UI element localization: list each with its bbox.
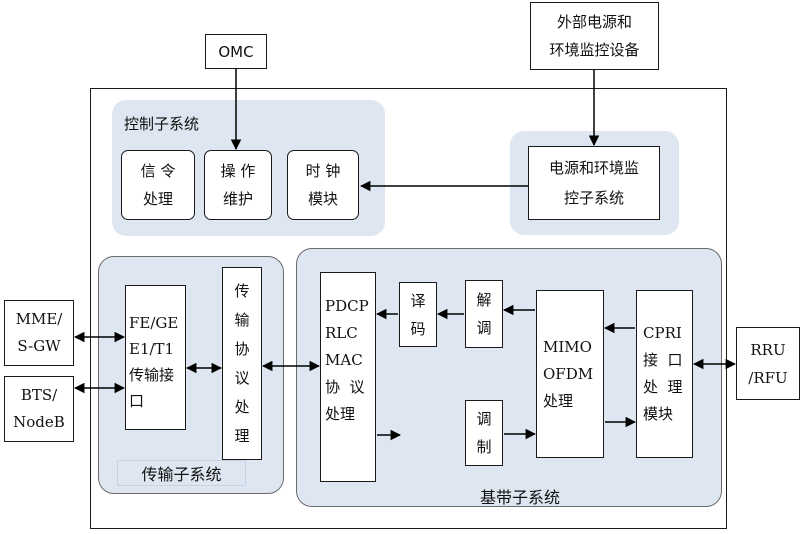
mme-line-1: MME/ <box>15 310 63 328</box>
omc-label: OMC <box>218 42 254 61</box>
pdcp-line-5: 处理 <box>325 405 356 423</box>
control-subsystem-title: 控制子系统 <box>124 115 200 133</box>
interface-line-4: 口 <box>129 392 145 410</box>
external-power-env-line-2: 环境监控设备 <box>549 41 640 59</box>
clock-box: 时 钟 模块 <box>287 150 359 220</box>
demodulation-box: 解 调 <box>465 280 503 348</box>
baseband-subsystem-title: 基带子系统 <box>480 488 561 507</box>
clock-line-2: 模块 <box>307 190 338 208</box>
cpri-interface-box: CPRI 接 口 处 理 模块 <box>636 290 693 458</box>
mimo-line-2: OFDM <box>543 364 594 383</box>
cpri-line-4: 模块 <box>643 405 674 423</box>
signaling-box: 信 令 处理 <box>121 150 195 220</box>
cpri-line-3: 处 理 <box>643 378 683 396</box>
mme-line-2: S-GW <box>17 337 61 355</box>
pdcp-line-4: 协 议 <box>325 378 365 396</box>
pdcp-line-1: PDCP <box>325 297 369 315</box>
bts-nodeb-box: BTS/ NodeB <box>4 376 74 442</box>
omc-box: OMC <box>205 34 267 69</box>
signaling-line-1: 信 令 <box>140 162 176 180</box>
decode-box: 译 码 <box>399 282 437 347</box>
signaling-line-2: 处理 <box>142 190 173 208</box>
transport-subsystem-title: 传输子系统 <box>117 460 246 486</box>
decode-char-1: 译 <box>410 291 426 310</box>
protocol-char-2: 输 <box>234 310 250 329</box>
cpri-line-2: 接 口 <box>643 351 683 369</box>
external-power-env-line-1: 外部电源和 <box>556 13 632 31</box>
protocol-char-4: 议 <box>234 368 250 387</box>
demod-char-2: 调 <box>476 319 492 337</box>
mimo-ofdm-box: MIMO OFDM 处理 <box>536 290 604 458</box>
interface-line-1: FE/GE <box>129 314 179 332</box>
cpri-line-1: CPRI <box>643 324 682 342</box>
protocol-char-6: 理 <box>234 426 250 445</box>
transport-protocol-box: 传 输 协 议 处 理 <box>222 267 262 460</box>
demod-char-1: 解 <box>476 291 492 309</box>
protocol-char-3: 协 <box>234 339 250 358</box>
mimo-line-1: MIMO <box>543 337 592 356</box>
oam-line-2: 维护 <box>222 190 253 208</box>
bts-line-2: NodeB <box>13 413 65 431</box>
protocol-char-5: 处 <box>234 397 250 416</box>
oam-line-1: 操 作 <box>220 162 256 180</box>
bts-line-1: BTS/ <box>20 386 58 404</box>
protocol-char-1: 传 <box>234 281 250 300</box>
decode-char-2: 码 <box>410 319 426 338</box>
modulation-box: 调 制 <box>465 400 503 466</box>
power-monitor-box: 电源和环境监 控子系统 <box>528 146 660 220</box>
rru-rfu-box: RRU /RFU <box>736 327 800 400</box>
mod-char-1: 调 <box>476 410 492 428</box>
mimo-line-3: 处理 <box>543 391 574 410</box>
power-monitor-line-2: 控子系统 <box>563 189 624 207</box>
interface-line-2: E1/T1 <box>129 340 175 358</box>
interface-line-3: 传输接 <box>129 366 175 384</box>
external-power-env-box: 外部电源和 环境监控设备 <box>530 2 659 70</box>
mme-sgw-box: MME/ S-GW <box>4 300 74 366</box>
pdcp-line-2: RLC <box>325 324 358 342</box>
transport-interface-box: FE/GE E1/T1 传输接 口 <box>125 285 186 430</box>
pdcp-line-3: MAC <box>325 351 363 369</box>
base-station-enclosure <box>90 88 727 529</box>
oam-box: 操 作 维护 <box>204 150 272 220</box>
rru-line-1: RRU <box>750 340 786 359</box>
mod-char-2: 制 <box>476 438 492 456</box>
power-monitor-line-1: 电源和环境监 <box>548 159 639 177</box>
rru-line-2: /RFU <box>748 368 788 387</box>
clock-line-1: 时 钟 <box>305 162 341 180</box>
pdcp-rlc-mac-box: PDCP RLC MAC 协 议 处理 <box>320 272 376 482</box>
